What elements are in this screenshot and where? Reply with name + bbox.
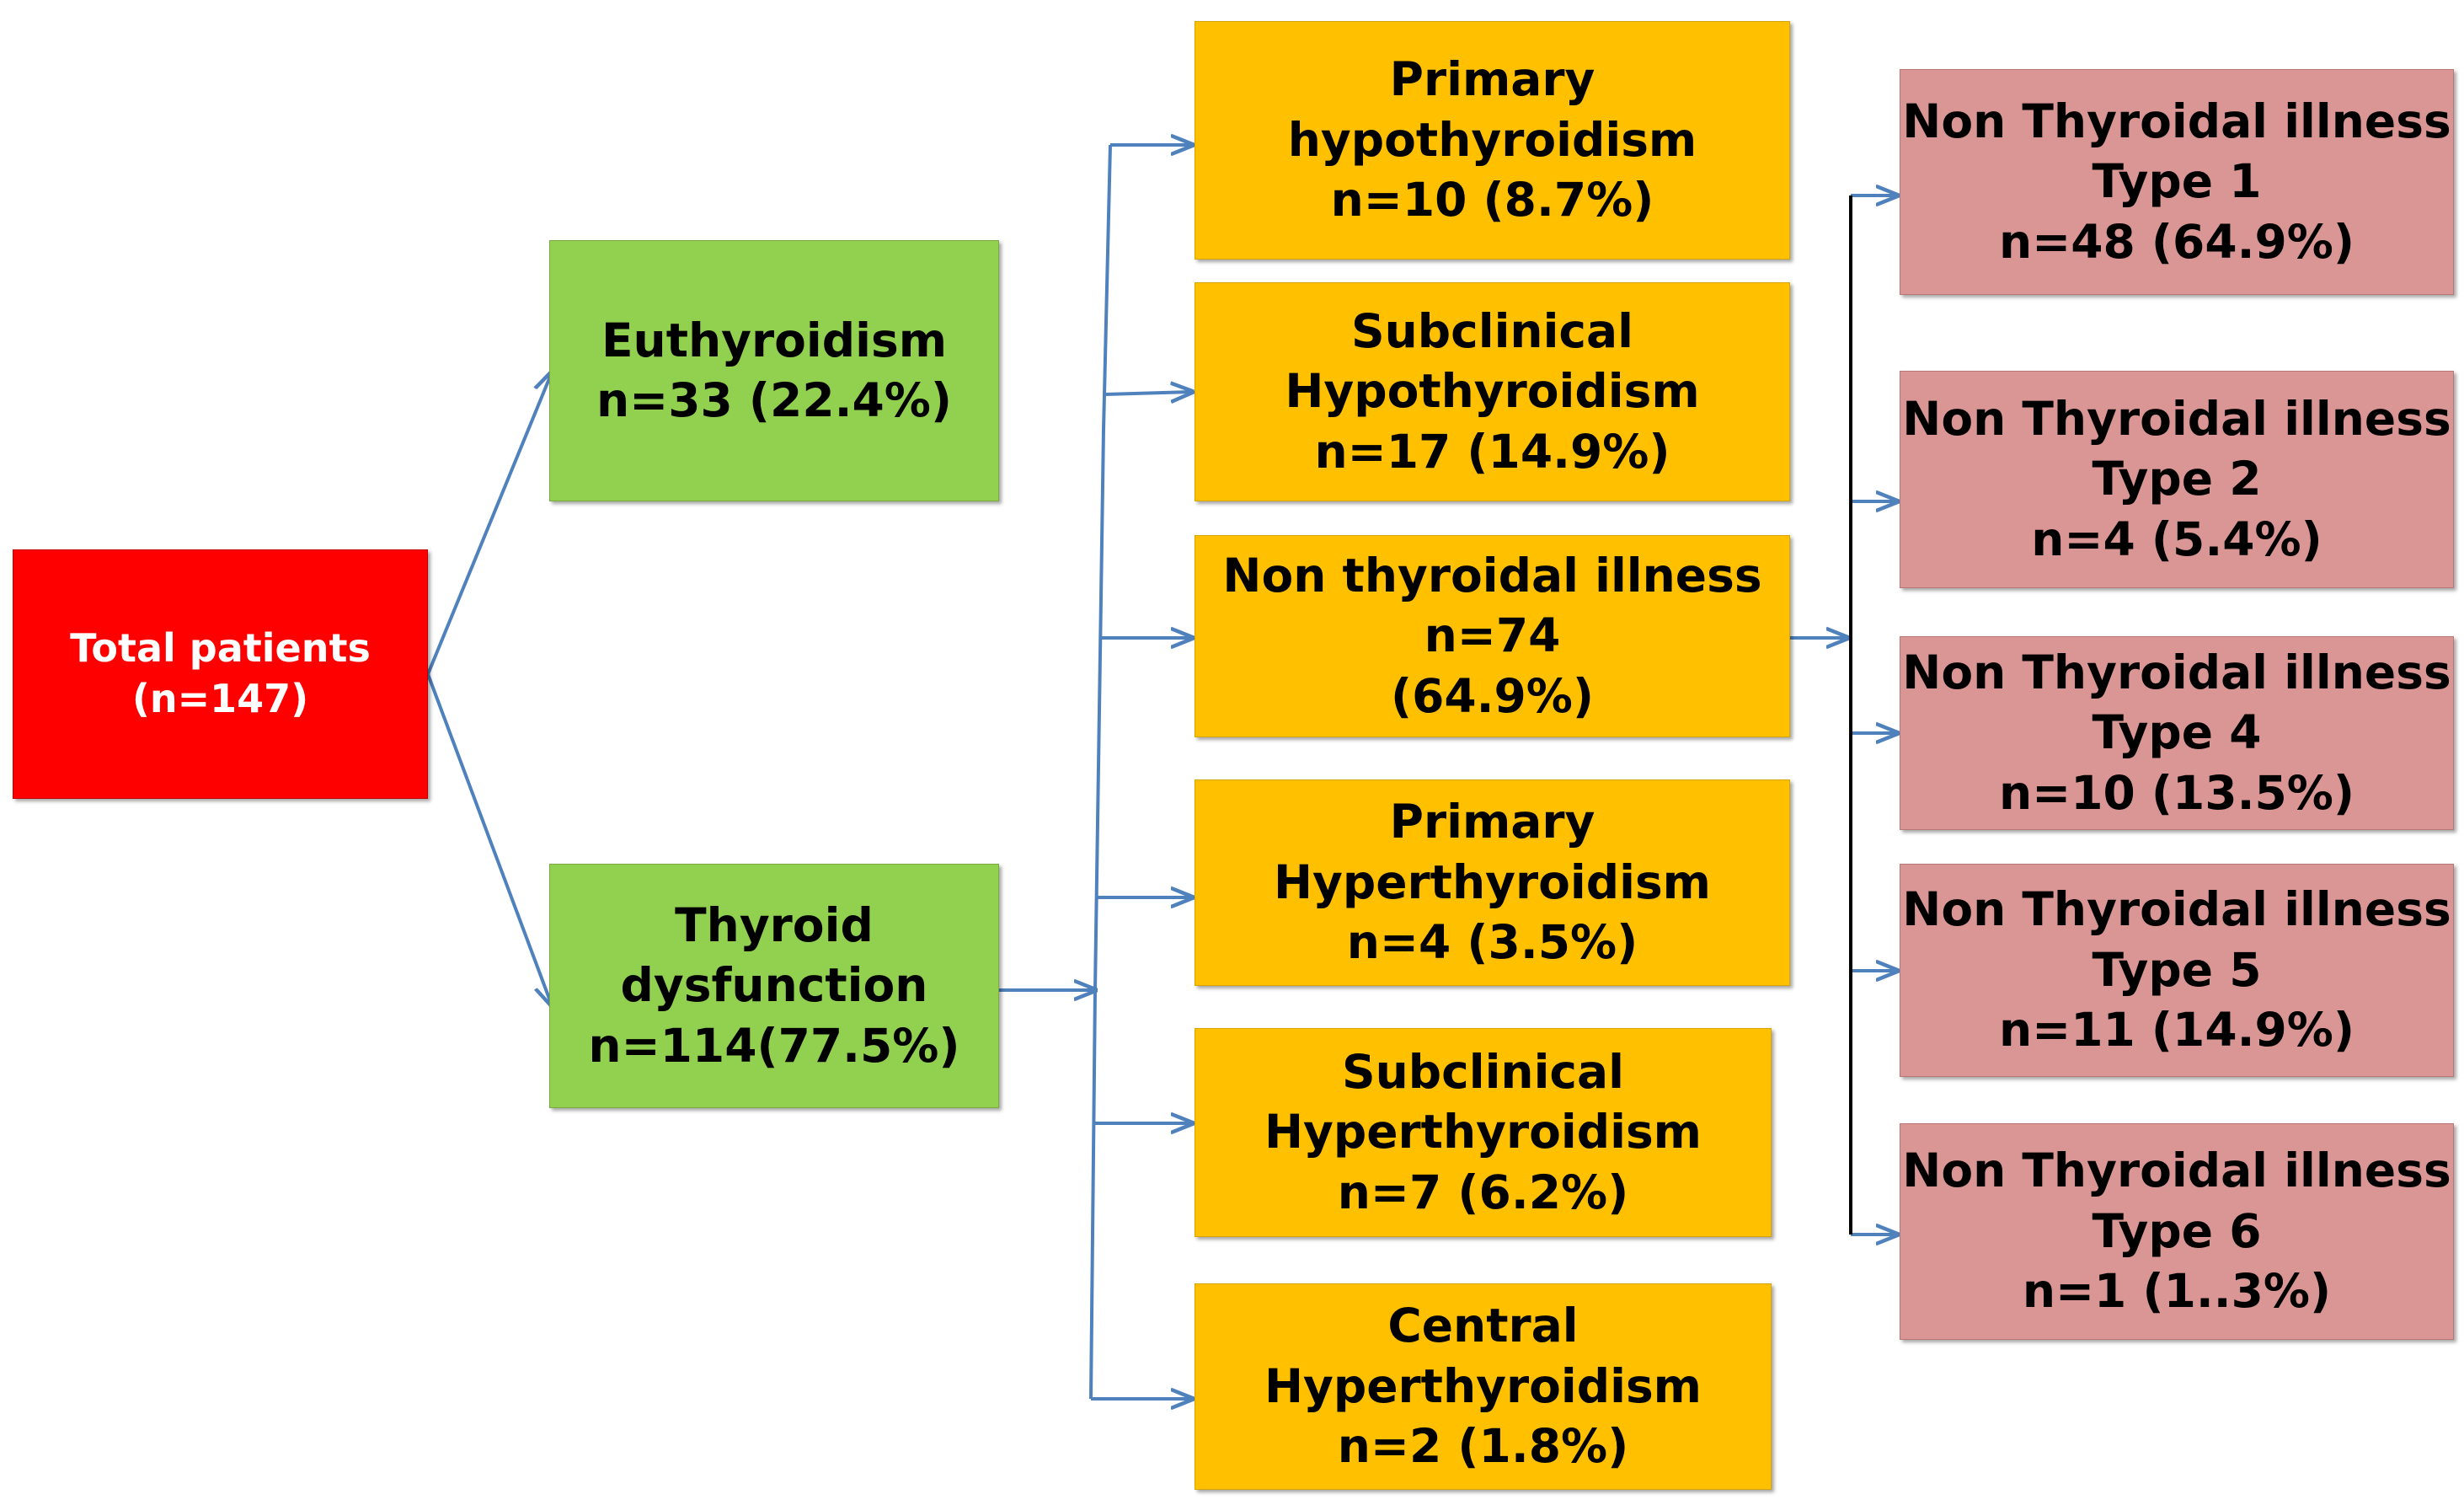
nti-type1-line-3: n=48 (64.9%) bbox=[1998, 214, 2354, 269]
arrow-total-to-euthyroidism bbox=[426, 372, 552, 675]
primary-hyperthyroidism-line-3: n=4 (3.5%) bbox=[1346, 915, 1638, 970]
euthyroidism-line-2: n=33 (22.4%) bbox=[596, 373, 952, 427]
nti-type1-line-1: Non Thyroidal illness bbox=[1902, 94, 2451, 148]
nti-type5-line-3: n=11 (14.9%) bbox=[1998, 1003, 2354, 1058]
central-hyperthyroidism-line-3: n=2 (1.8%) bbox=[1337, 1419, 1629, 1474]
primary-hypothyroidism-line-3: n=10 (8.7%) bbox=[1330, 173, 1654, 228]
subclinical-hypothyroidism-box: Subclinical Hypothyroidism n=17 (14.9%) bbox=[1195, 282, 1790, 501]
subclinical-hyperthyroidism-line-2: Hyperthyroidism bbox=[1264, 1105, 1702, 1160]
subclinical-hyperthyroidism-line-3: n=7 (6.2%) bbox=[1337, 1165, 1629, 1219]
nti-type1-line-2: Type 1 bbox=[2092, 154, 2262, 209]
primary-hypothyroidism-line-1: Primary bbox=[1389, 52, 1595, 107]
central-hyperthyroidism-line-2: Hyperthyroidism bbox=[1264, 1358, 1702, 1413]
nti-type4-box: Non Thyroidal illness Type 4 n=10 (13.5%… bbox=[1900, 636, 2454, 830]
nti-type4-line-3: n=10 (13.5%) bbox=[1998, 765, 2354, 820]
nti-type2-line-2: Type 2 bbox=[2092, 452, 2262, 506]
nti-type2-line-1: Non Thyroidal illness bbox=[1902, 391, 2451, 446]
total-patients-line-2: (n=147) bbox=[131, 676, 309, 721]
total-patients-box: Total patients (n=147) bbox=[13, 549, 428, 799]
subclinical-hyperthyroidism-box: Subclinical Hyperthyroidism n=7 (6.2%) bbox=[1195, 1028, 1772, 1237]
arrow-total-to-dysfunction bbox=[426, 673, 552, 1005]
euthyroidism-box: Euthyroidism n=33 (22.4%) bbox=[549, 240, 999, 501]
non-thyroidal-illness-line-1: Non thyroidal illness bbox=[1222, 548, 1762, 603]
non-thyroidal-illness-box: Non thyroidal illness n=74 (64.9%) bbox=[1195, 535, 1790, 737]
nti-type6-line-1: Non Thyroidal illness bbox=[1902, 1143, 2451, 1198]
primary-hyperthyroidism-line-2: Hyperthyroidism bbox=[1273, 854, 1711, 909]
nti-type2-box: Non Thyroidal illness Type 2 n=4 (5.4%) bbox=[1900, 371, 2454, 588]
thyroid-dysfunction-box: Thyroid dysfunction n=114(77.5%) bbox=[549, 864, 999, 1108]
thyroid-dysfunction-line-1: Thyroid bbox=[675, 897, 874, 952]
primary-hyperthyroidism-line-1: Primary bbox=[1389, 795, 1595, 849]
central-hyperthyroidism-box: Central Hyperthyroidism n=2 (1.8%) bbox=[1195, 1283, 1772, 1490]
nti-type6-box: Non Thyroidal illness Type 6 n=1 (1..3%) bbox=[1900, 1123, 2454, 1340]
nti-type2-line-3: n=4 (5.4%) bbox=[2031, 511, 2322, 566]
nti-type4-line-1: Non Thyroidal illness bbox=[1902, 645, 2451, 699]
thyroid-dysfunction-line-3: n=114(77.5%) bbox=[588, 1018, 960, 1073]
euthyroidism-line-1: Euthyroidism bbox=[601, 313, 948, 367]
nti-type5-line-1: Non Thyroidal illness bbox=[1902, 882, 2451, 937]
primary-hypothyroidism-box: Primary hypothyroidism n=10 (8.7%) bbox=[1195, 21, 1790, 260]
nti-type1-box: Non Thyroidal illness Type 1 n=48 (64.9%… bbox=[1900, 69, 2454, 295]
subclinical-hypothyroidism-line-3: n=17 (14.9%) bbox=[1314, 424, 1670, 479]
nti-type4-line-2: Type 4 bbox=[2092, 705, 2262, 760]
nti-type5-box: Non Thyroidal illness Type 5 n=11 (14.9%… bbox=[1900, 864, 2454, 1077]
subclinical-hypothyroidism-line-2: Hypothyroidism bbox=[1285, 364, 1700, 419]
nti-type6-line-2: Type 6 bbox=[2092, 1203, 2262, 1258]
primary-hyperthyroidism-box: Primary Hyperthyroidism n=4 (3.5%) bbox=[1195, 779, 1790, 986]
arrow-to-subclinical-hypo bbox=[1104, 392, 1192, 394]
total-patients-line-1: Total patients bbox=[70, 625, 371, 672]
subclinical-hypothyroidism-line-1: Subclinical bbox=[1350, 303, 1634, 358]
primary-hypothyroidism-line-2: hypothyroidism bbox=[1287, 112, 1697, 167]
central-hyperthyroidism-line-1: Central bbox=[1387, 1299, 1579, 1353]
non-thyroidal-illness-line-2: n=74 bbox=[1424, 608, 1561, 663]
bus-left-vertical bbox=[1089, 144, 1112, 1400]
non-thyroidal-illness-line-3: (64.9%) bbox=[1390, 668, 1595, 723]
subclinical-hyperthyroidism-line-1: Subclinical bbox=[1341, 1044, 1625, 1099]
nti-type5-line-2: Type 5 bbox=[2092, 942, 2262, 997]
nti-type6-line-3: n=1 (1..3%) bbox=[2022, 1264, 2332, 1319]
thyroid-dysfunction-line-2: dysfunction bbox=[620, 958, 928, 1013]
